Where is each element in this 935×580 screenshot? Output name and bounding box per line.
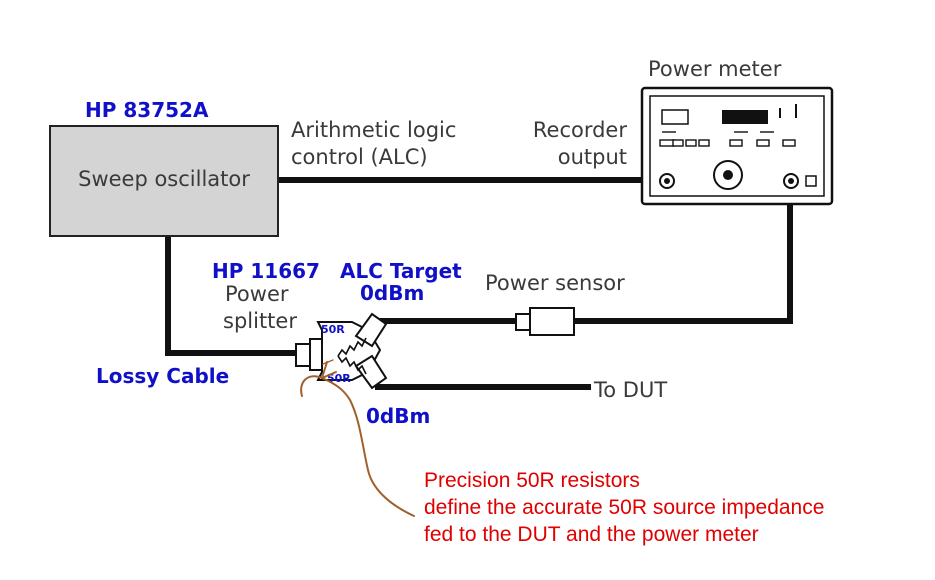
alc-target-line1: ALC Target bbox=[340, 259, 462, 283]
power-sensor bbox=[515, 307, 575, 336]
oscillator-model-label: HP 83752A bbox=[85, 98, 209, 122]
lossy-cable-label: Lossy Cable bbox=[96, 364, 229, 388]
meter-small-display bbox=[661, 109, 689, 125]
splitter-model-label: HP 11667 bbox=[212, 259, 320, 283]
dut-level-label: 0dBm bbox=[366, 404, 430, 428]
splitter-input-connector bbox=[295, 343, 311, 367]
power-meter bbox=[640, 86, 834, 206]
note-line3: fed to the DUT and the power meter bbox=[424, 523, 759, 546]
alc-target-line2: 0dBm bbox=[360, 281, 424, 305]
sweep-oscillator-label: Sweep oscillator bbox=[78, 167, 250, 191]
power-sensor-label: Power sensor bbox=[485, 271, 625, 295]
annotation-arrow bbox=[300, 359, 415, 517]
alc-label-line1: Arithmetic logic bbox=[291, 118, 456, 142]
to-dut-label: To DUT bbox=[593, 378, 667, 402]
note-line2: define the accurate 50R source impedance bbox=[424, 496, 824, 519]
recorder-label-line1: Recorder bbox=[533, 118, 627, 142]
power-splitter bbox=[295, 312, 388, 390]
cables bbox=[165, 177, 793, 390]
note-line1: Precision 50R resistors bbox=[424, 469, 640, 492]
splitter-label-line1: Power bbox=[225, 282, 289, 306]
recorder-label-line2: output bbox=[558, 145, 627, 169]
sensor-to-meter-cable bbox=[572, 182, 793, 324]
resistor-top-label: 50R bbox=[321, 323, 345, 336]
power-meter-title: Power meter bbox=[648, 57, 782, 81]
resistor-bottom-icon bbox=[337, 355, 367, 375]
sweep-oscillator: Sweep oscillator bbox=[49, 125, 279, 237]
splitter-label-line2: splitter bbox=[223, 309, 297, 333]
meter-buttons bbox=[659, 139, 796, 147]
lossy-cable bbox=[165, 233, 301, 356]
meter-main-display bbox=[722, 110, 768, 124]
alc-label-line2: control (ALC) bbox=[291, 145, 428, 169]
resistor-bottom-label: 50R bbox=[327, 372, 351, 385]
resistor-top-icon bbox=[337, 337, 367, 357]
